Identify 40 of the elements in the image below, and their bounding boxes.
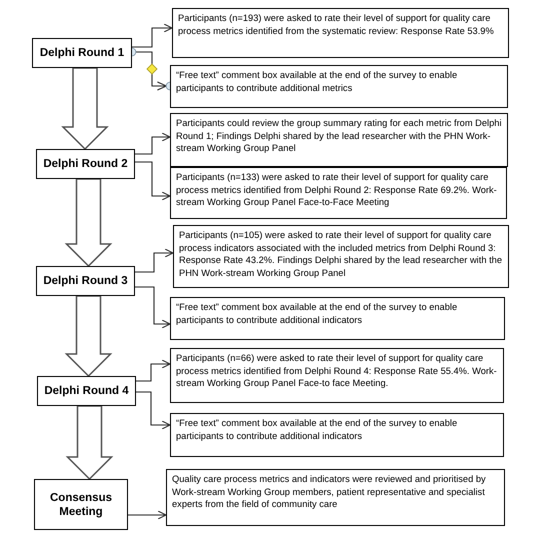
description-text: Participants (n=66) were asked to rate their level of support for quality care process metrics identified from Delphi Round 4: Response Rate 55.4%. Work-stream Working Group Panel Face-to face Meeting. bbox=[176, 353, 497, 388]
block-arrow bbox=[64, 295, 112, 378]
description-box bbox=[170, 113, 508, 167]
description-box bbox=[166, 469, 505, 526]
description-box bbox=[170, 65, 508, 108]
stage-box bbox=[34, 479, 128, 530]
description-box bbox=[172, 8, 509, 58]
description-text: “Free text” comment box available at the end of the survey to enable participants to contribute additional indicators bbox=[176, 302, 458, 325]
connector-arrow bbox=[136, 391, 171, 430]
description-text: Participants (n=133) were asked to rate their level of support for quality care process metrics identified from Delphi Round 2: Response Rate 69.2%. Work-stream Working Group Panel Face-to-Face Meeting bbox=[176, 172, 497, 208]
connector-arrow bbox=[132, 23, 173, 48]
stage-box bbox=[36, 149, 135, 179]
description-text: Quality care process metrics and indicators were reviewed and prioritised by Work-stream Working Group members, patient representative and specialist experts from the field of community care bbox=[172, 474, 486, 510]
stage-label: Consensus Meeting bbox=[49, 490, 113, 518]
description-text: Participants could review the group summary rating for each metric from Delphi Round 1; Findings Delphi shared by the lead researcher with the PHN Work-stream Working Group Panel bbox=[176, 118, 502, 154]
stage-label: Delphi Round 3 bbox=[43, 274, 128, 288]
description-text: “Free text” comment box available at the end of the survey to enable participants to contribute additional metrics bbox=[176, 70, 458, 93]
stage-box bbox=[36, 266, 135, 296]
connector-arrow bbox=[136, 359, 171, 382]
connector-arrow bbox=[135, 286, 171, 329]
connector-arrow bbox=[135, 161, 171, 201]
block-arrow bbox=[64, 178, 112, 268]
description-box bbox=[170, 167, 507, 219]
connector-arrow bbox=[128, 510, 167, 520]
description-text: Participants (n=193) were asked to rate their level of support for quality care process metrics identified from the systematic review: Response Rate 53.9% bbox=[178, 13, 494, 36]
description-text: “Free text” comment box available at the end of the survey to enable participants to contribute additional indicators bbox=[176, 418, 458, 441]
stage-label: Delphi Round 1 bbox=[40, 46, 124, 60]
block-arrow bbox=[61, 67, 109, 150]
description-box bbox=[173, 225, 509, 288]
stage-label: Delphi Round 4 bbox=[44, 384, 129, 398]
description-box bbox=[170, 413, 504, 457]
description-text: Participants (n=105) were asked to rate their level of support for quality care process indicators associated with the included metrics from Delphi Round 3: Response Rate 43.2%. Findings Delphi shared by the lead researcher with the PHN Work-stream Working Group Panel bbox=[179, 230, 502, 278]
description-box bbox=[170, 297, 505, 340]
connector-arrow bbox=[135, 132, 171, 155]
connector-arrow bbox=[135, 248, 174, 273]
stage-box bbox=[32, 38, 132, 68]
description-box bbox=[170, 348, 504, 403]
stage-label: Delphi Round 2 bbox=[43, 157, 128, 171]
block-arrow bbox=[66, 405, 114, 480]
stage-box bbox=[37, 376, 136, 406]
